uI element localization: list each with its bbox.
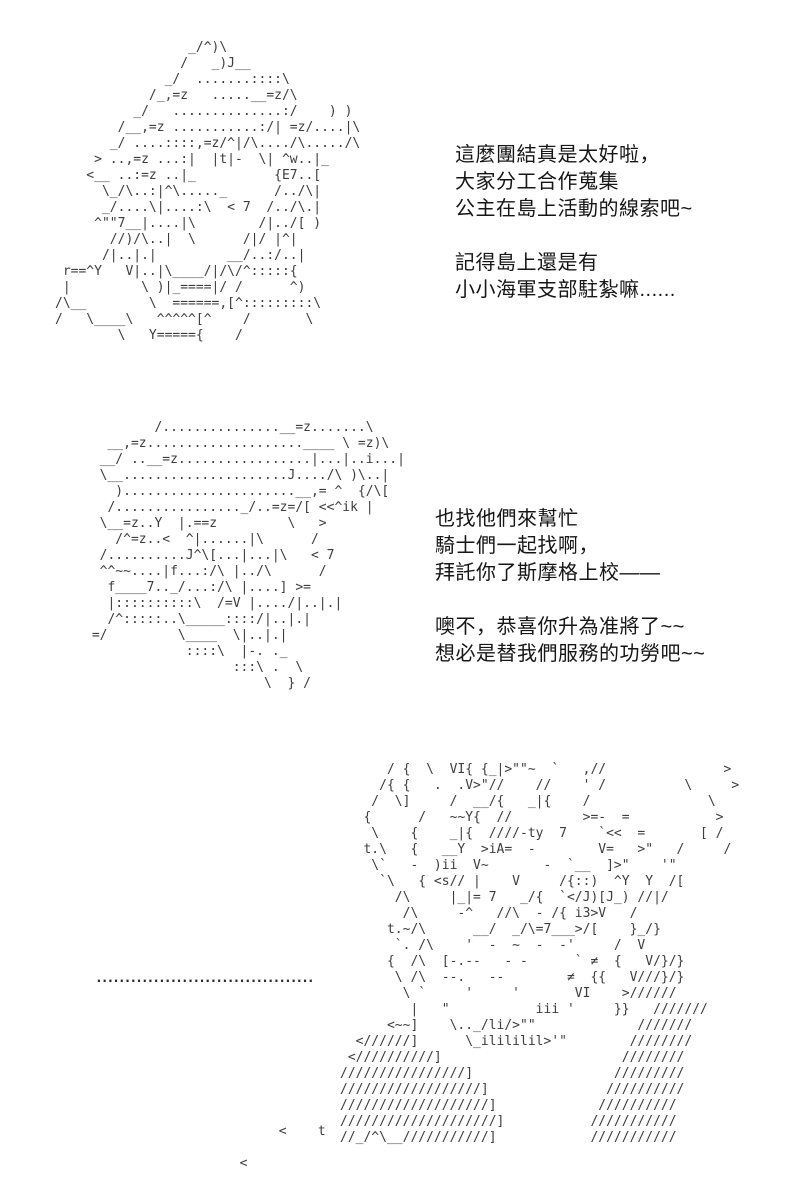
ascii-art-stray-marks: < t <	[239, 1124, 326, 1171]
ascii-art-panel-1: _/^)\ / _)J__ _/ .......::::\ /_,=z ....…	[55, 40, 361, 343]
ascii-art-panel-2: /...............__=z.......\ __,=z......…	[91, 420, 405, 691]
ascii-art-panel-3: / { \ VI{ {_|>""~ ` ,// > /{ { . .V>"// …	[340, 762, 740, 1145]
dotted-separator-line: ......................................	[95, 971, 315, 986]
dialogue-text-2: 也找他們來幫忙 騎士們一起找啊， 拜託你了斯摩格上校—— 噢不，恭喜你升為准將了…	[435, 508, 706, 665]
dialogue-text-1: 這麼團結真是太好啦， 大家分工合作蒐集 公主在島上活動的線索吧~ 記得島上還是有…	[455, 144, 693, 301]
